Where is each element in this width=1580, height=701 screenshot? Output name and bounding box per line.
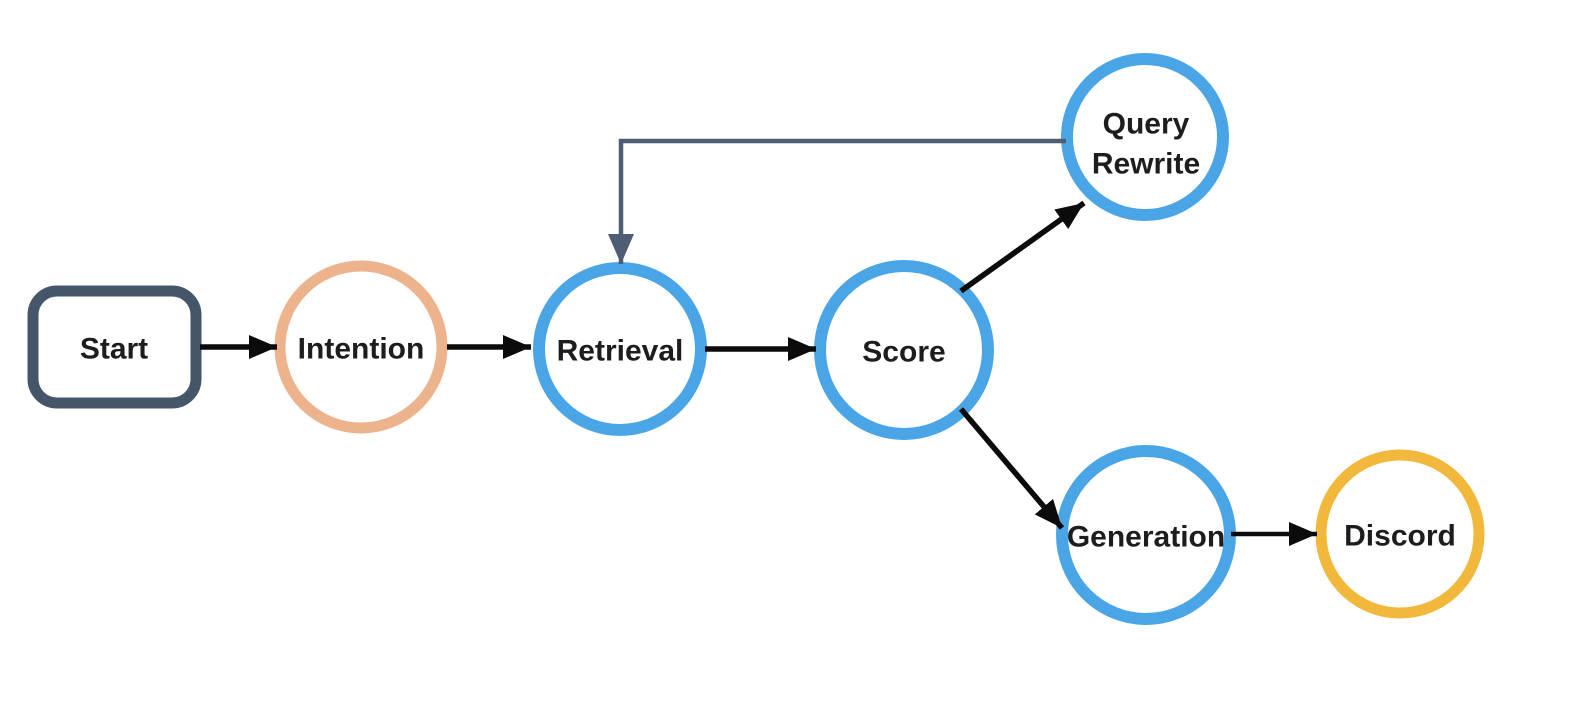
discord-shape [1315,449,1485,619]
generation-shape [1056,445,1236,625]
retrieval-shape [533,262,707,436]
edge-score-to-generation [958,407,1065,530]
edge-query-rewrite-to-retrieval-feedback [608,138,1066,264]
node-start: Start [27,285,202,409]
start-shape [27,285,202,409]
intention-shape [274,260,448,434]
score-shape [814,260,994,440]
query-rewrite-shape [1061,53,1229,221]
node-intention: Intention [274,260,448,434]
node-score: Score [814,260,994,440]
edge-score-to-query-rewrite [959,200,1086,294]
score-label: Score [862,336,945,369]
node-retrieval: Retrieval [533,262,707,436]
node-generation: Generation [1056,445,1236,625]
discord-label: Discord [1344,520,1456,553]
query-rewrite-label-line2: Rewrite [1092,148,1200,181]
node-query-rewrite: Query Rewrite [1061,53,1229,221]
generation-label: Generation [1067,521,1225,554]
intention-label: Intention [298,333,425,366]
retrieval-label: Retrieval [557,335,684,368]
query-rewrite-label-line1: Query [1103,108,1190,141]
node-discord: Discord [1315,449,1485,619]
start-label: Start [80,333,148,366]
